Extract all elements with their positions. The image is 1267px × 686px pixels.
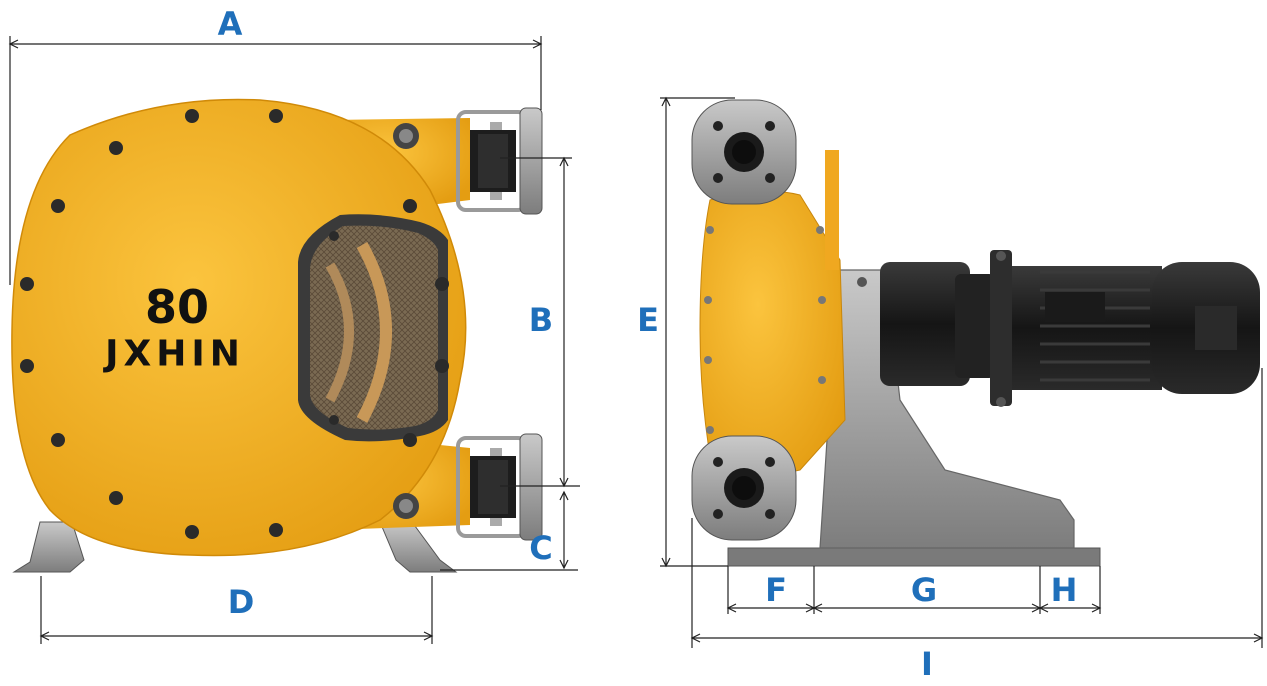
side-view [691,99,1260,567]
arm-nuts [393,123,419,519]
left-foot [12,521,85,573]
bottom-port-flange [691,435,797,541]
gearbox [880,262,970,386]
dimension-label-e: E [637,301,659,339]
dimension-label-i: I [921,645,933,683]
front-view-dimension-lines [8,36,580,644]
side-view-dimension-lines [660,96,1264,648]
model-number-text: 80 [144,280,210,334]
dimension-label-b: B [528,301,554,339]
pump-housing [11,98,467,557]
right-foot [379,521,458,573]
front-view [11,98,543,573]
dimension-label-g: G [910,571,938,609]
dimension-label-d: D [227,583,255,621]
housing-bolts [20,109,449,539]
motor-flange [990,250,1012,406]
dimension-label-c: C [529,529,553,567]
dimension-label-f: F [765,571,787,609]
motor-body [1012,266,1162,390]
dimension-label-h: H [1050,571,1078,609]
inspection-window [298,214,448,442]
lower-port-assembly [456,433,543,541]
dimension-label-a: A [217,5,243,43]
upper-port-assembly [456,107,543,215]
base-plate [727,547,1101,567]
brand-name-text: JXHIN [105,333,245,375]
pump-body-side [699,190,846,475]
top-port-flange [691,99,797,205]
